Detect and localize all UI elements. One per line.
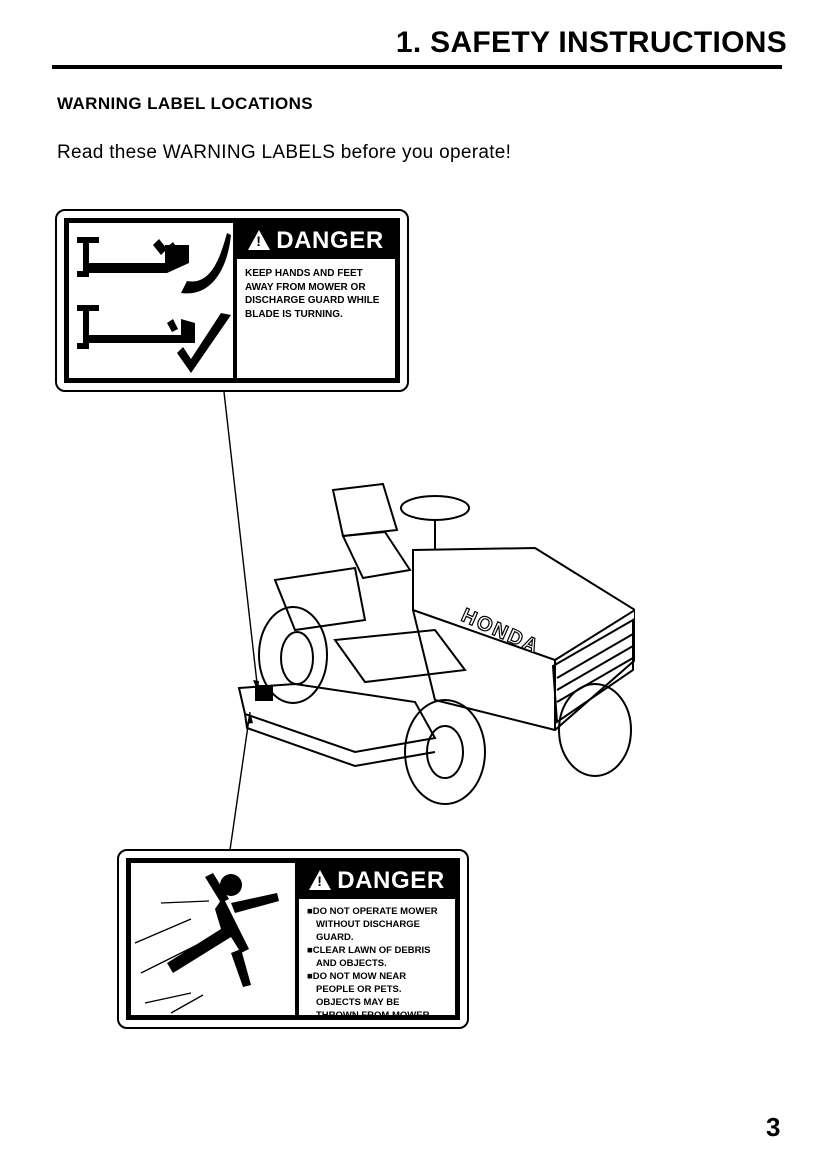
warning-triangle-icon — [248, 230, 271, 250]
danger-heading: DANGER — [299, 863, 455, 899]
danger-line: AND OBJECTS. — [316, 958, 387, 969]
warning-label-top: DANGER KEEP HANDS AND FEET AWAY FROM MOW… — [55, 209, 409, 392]
hand-foot-pictogram — [69, 223, 237, 378]
danger-line: GUARD. — [316, 932, 354, 943]
danger-line: OBJECTS MAY BE — [316, 997, 400, 1008]
danger-line: THROWN FROM MOWER. — [316, 1010, 433, 1021]
danger-line: WITHOUT DISCHARGE — [316, 919, 420, 930]
danger-line: ■DO NOT OPERATE MOWER — [307, 906, 438, 917]
thrown-object-pictogram — [131, 863, 299, 1015]
hand-foot-icon — [77, 233, 231, 373]
riding-mower-illustration: HONDA — [237, 482, 635, 805]
danger-message: KEEP HANDS AND FEET AWAY FROM MOWER OR D… — [245, 268, 380, 320]
danger-heading: DANGER — [237, 223, 395, 259]
danger-line: ■DO NOT MOW NEAR — [307, 971, 407, 982]
danger-message: ■DO NOT OPERATE MOWER WITHOUT DISCHARGE … — [307, 905, 449, 1022]
danger-line: ■CLEAR LAWN OF DEBRIS — [307, 945, 431, 956]
warning-label-bottom: DANGER ■DO NOT OPERATE MOWER WITHOUT DIS… — [117, 849, 469, 1029]
warning-triangle-icon — [309, 870, 332, 890]
section-title: 1. SAFETY INSTRUCTIONS — [395, 26, 787, 59]
danger-line: PEOPLE OR PETS. — [316, 984, 402, 995]
thrown-object-icon — [134, 873, 279, 1014]
title-rule — [52, 65, 782, 69]
subheading: WARNING LABEL LOCATIONS — [57, 94, 314, 113]
deck-label-marker — [255, 685, 273, 701]
page-number: 3 — [766, 1112, 781, 1142]
brand-logo: HONDA — [458, 604, 543, 658]
intro-text: Read these WARNING LABELS before you ope… — [57, 142, 512, 163]
